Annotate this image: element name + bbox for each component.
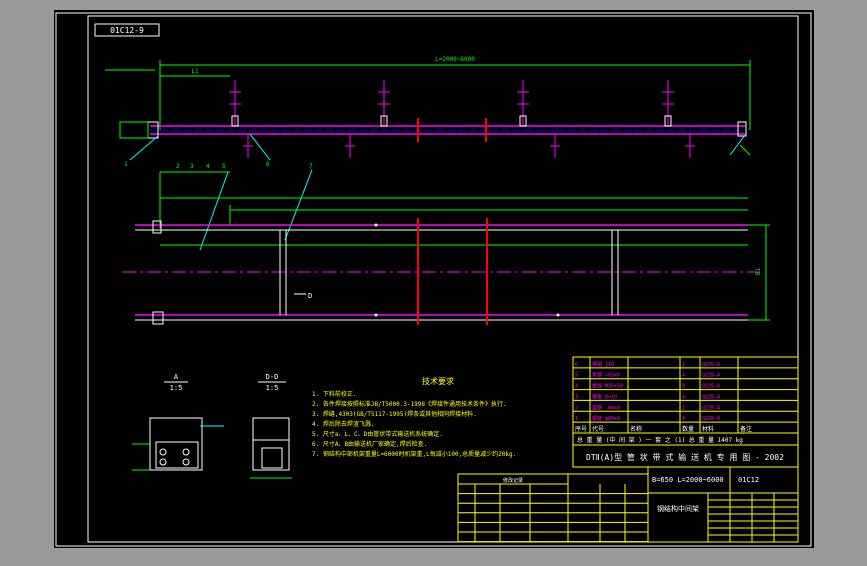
- bom-cell: 2: [682, 362, 685, 368]
- inner-border: [87, 15, 799, 543]
- bom-cell: 4: [575, 384, 578, 390]
- bom-cell: 钢管 φ89x4: [592, 415, 620, 422]
- bom-cell: Q235-A: [702, 362, 720, 368]
- overall-length-dim: L=2000~6000: [435, 56, 475, 63]
- bom-cell: 4: [682, 416, 685, 422]
- bom-header: 序号: [575, 425, 587, 433]
- bom-header: 备注: [740, 425, 752, 433]
- bom-cell: Q235-A: [702, 416, 720, 422]
- top-short-dim: L1: [191, 68, 199, 75]
- bom-cell: Q235-A: [702, 384, 720, 390]
- idler-support-8: [685, 134, 695, 158]
- bom-cell: 槽钢 [10: [592, 361, 614, 368]
- drawing-code: 01C12: [738, 476, 759, 484]
- plan-height-dim: B1: [755, 267, 762, 275]
- balloon-2: 2: [176, 163, 180, 170]
- section-view-dd: D-D 1:5: [250, 373, 292, 479]
- balloon-7: 7: [309, 163, 313, 170]
- note-line-1: 1. 下料前校正.: [312, 390, 356, 398]
- svg-text:1:5: 1:5: [266, 384, 279, 392]
- svg-text:D-D: D-D: [266, 373, 279, 381]
- drawing-number: 01C12-9: [110, 26, 144, 35]
- technical-requirements: 技术要求 1. 下料前校正. 2. 各件焊接按照标准JB/T5000.3-1998…: [312, 376, 516, 458]
- bom-header: 代号: [592, 425, 604, 433]
- part-name: 钢结构中间架: [657, 504, 699, 513]
- drawing-number-stamp: 01C12-9: [94, 23, 160, 37]
- drawing-sheet: [54, 10, 814, 548]
- bom-cell: 1: [575, 416, 578, 422]
- bom-cell: 钢板 δ=10: [592, 393, 617, 400]
- bom-header: 数量: [682, 425, 694, 433]
- revision-title: 修改记录: [503, 477, 523, 484]
- note-line-3: 3. 焊缝,4303(GB/T5117-1995)焊条或其他相同焊接材料.: [312, 410, 477, 418]
- idler-support-6: [550, 134, 560, 158]
- idler-support-5: [517, 80, 529, 127]
- balloon-6: 6: [266, 161, 270, 168]
- balloon-1: 1: [124, 161, 128, 168]
- note-line-2: 2. 各件焊接按照标准JB/T5000.3-1998《焊接件通用技术条件》执行.: [312, 400, 507, 408]
- bom-cell: 螺栓 M16x50: [592, 383, 623, 390]
- idler-support-2: [243, 134, 253, 158]
- notes-title: 技术要求: [422, 376, 454, 386]
- outer-border: [55, 12, 812, 547]
- section-view-a: A 1:5: [132, 373, 224, 471]
- note-line-5: 5. 尺寸a、L、C、D由管状带式输送机系统确定.: [312, 430, 443, 438]
- balloon-5: 5: [222, 163, 226, 170]
- bom-cell: Q235-A: [702, 394, 720, 400]
- svg-text:A: A: [174, 373, 179, 381]
- note-line-7: 7. 钢结构中部机架重量L=6000时机架重,L每减小100,总质量减少约20k…: [312, 450, 516, 458]
- bom-cell: 4: [682, 394, 685, 400]
- product-title: DTⅡ(A)型 管 状 带 式 输 送 机 专 用 图 - 2002: [586, 452, 784, 462]
- bom-cell: 8: [682, 384, 685, 390]
- bom-cell: 5: [575, 373, 578, 379]
- note-line-6: 6. 尺寸A、B由输送机厂家确定,焊后检查.: [312, 440, 427, 448]
- idler-support-3: [345, 134, 355, 158]
- bom-cell: 2: [575, 405, 578, 411]
- balloon-3: 3: [190, 163, 194, 170]
- plan-view: 2 3 4 5 7 B1 D: [122, 163, 770, 325]
- bom-cell: 6: [575, 362, 578, 368]
- idler-support-4: [378, 80, 390, 127]
- idler-supports: [229, 80, 695, 158]
- elevation-view: L=2000~6000 L1 1 6: [105, 56, 751, 168]
- bom-cell: 扁钢 -60x8: [592, 404, 620, 411]
- idler-support-7: [662, 80, 674, 127]
- bom-cell: 角钢 ∠63x6: [592, 372, 620, 379]
- bom-cell: Q235-A: [702, 373, 720, 379]
- spec-text: B=650 L=2000~6000: [652, 476, 724, 484]
- bom-cell: 4: [682, 373, 685, 379]
- bom-header: 材料: [702, 425, 714, 433]
- bom-cell: Q235-A: [702, 405, 720, 411]
- idler-support-1: [229, 80, 241, 127]
- bom-cell: 2: [682, 405, 685, 411]
- weight-summary: 总 重 量 (中 间 架 ) 一 套 之 (1) 总 重 量 1407 kg: [577, 436, 743, 444]
- svg-text:1:5: 1:5: [170, 384, 183, 392]
- section-mark-d: D: [308, 292, 312, 300]
- bom-cell: 3: [575, 394, 578, 400]
- note-line-4: 4. 焊后除去焊渣飞溅.: [312, 420, 374, 428]
- balloon-4: 4: [206, 163, 210, 170]
- right-end-bracket: [737, 121, 747, 137]
- bom-header: 名称: [630, 425, 642, 433]
